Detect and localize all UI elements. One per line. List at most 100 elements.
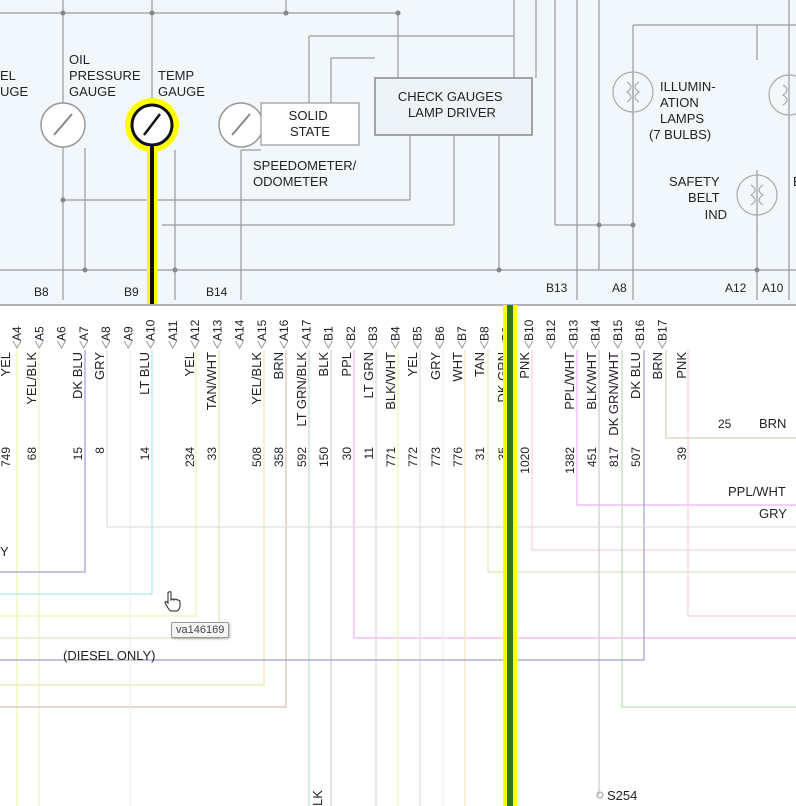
pin-arrow xyxy=(479,340,489,350)
pin-arrow xyxy=(146,340,155,350)
pin-arrow xyxy=(368,340,378,350)
connector-pin-a7: A7 xyxy=(77,326,91,341)
wire-circuit-label: 749 xyxy=(0,447,13,467)
pin-arrow xyxy=(591,340,600,350)
pin-arrow xyxy=(546,340,556,350)
pin-arrow xyxy=(34,340,44,350)
wire-color-label: LT BLU xyxy=(137,352,152,395)
pin-label-b14: B14 xyxy=(206,285,228,299)
wire-circuit-label: 772 xyxy=(406,447,420,467)
safety-belt-label: SAFETY BELT IND xyxy=(669,174,727,222)
right-brn-circuit: 25 xyxy=(718,417,732,431)
wire-color-label: DK BLU xyxy=(70,352,85,399)
wire-circuit-label: 1382 xyxy=(563,447,577,474)
wire-circuit-label: 14 xyxy=(138,447,152,461)
wire-color-label: YEL/BLK xyxy=(24,352,39,405)
wire-color-label: DK GRN/WHT xyxy=(606,352,621,436)
wire-color-label: PNK xyxy=(674,352,689,379)
connector-pin-a10: A10 xyxy=(144,319,158,341)
connector-pin-a11: A11 xyxy=(166,320,180,341)
pin-label-a8: A8 xyxy=(612,281,627,295)
wire-color-label: LT GRN/BLK xyxy=(294,352,309,427)
pin-arrow xyxy=(101,340,111,350)
pin-arrow xyxy=(301,340,311,350)
wire-circuit-label: 592 xyxy=(295,447,309,467)
wire-color-label: YEL xyxy=(0,352,13,377)
pin-arrow xyxy=(190,340,200,350)
oil-pressure-gauge-label: OIL PRESSURE GAUGE xyxy=(69,52,144,99)
wire-circuit-label: 39 xyxy=(675,447,689,461)
wire-circuit-label: 507 xyxy=(629,447,643,467)
wire-circuit-label: 773 xyxy=(429,447,443,467)
connector-pin-a4: A4 xyxy=(10,326,24,341)
wire-color-label: TAN/WHT xyxy=(204,352,219,410)
wire-color-label: WHT xyxy=(450,352,465,382)
wire-circuit-label: 8 xyxy=(93,447,107,454)
wire-circuit-label: 68 xyxy=(25,447,39,461)
pin-arrow xyxy=(657,340,667,350)
connector-pin-b4: B4 xyxy=(388,326,402,341)
wire-color-label: PNK xyxy=(517,352,532,379)
pnk-circuit-wire[interactable] xyxy=(507,305,513,806)
splice-label: S254 xyxy=(607,788,637,803)
wire-color-label: LT GRN xyxy=(361,352,376,398)
connector-pin-b14: B14 xyxy=(589,319,603,341)
connector-pin-b5: B5 xyxy=(411,326,425,341)
pin-arrow xyxy=(123,340,133,350)
wire-color-label: BLK xyxy=(316,352,331,377)
pin-arrow xyxy=(235,340,244,350)
pin-arrow xyxy=(79,340,89,350)
connector-pin-b2: B2 xyxy=(344,326,358,341)
connector-pin-a5: A5 xyxy=(32,326,46,341)
pin-arrow xyxy=(12,340,22,350)
splice-dot xyxy=(596,791,604,799)
bottom-blk-partial-label: LK xyxy=(310,790,325,806)
diesel-only-label: (DIESEL ONLY) xyxy=(63,648,155,663)
pin-arrow xyxy=(635,340,645,350)
check-gauges-label: CHECK GAUGES LAMP DRIVER xyxy=(398,89,506,120)
pin-arrow xyxy=(168,340,178,350)
wire-color-label: BRN xyxy=(271,352,286,379)
wire-color-label: YEL xyxy=(405,352,420,377)
wire-circuit-label: 15 xyxy=(71,447,85,461)
wire-color-label: DK BLU xyxy=(628,352,643,399)
check-gauges-lamp-driver-box xyxy=(374,77,533,136)
pin-arrow xyxy=(613,340,623,350)
pin-label-a12: A12 xyxy=(725,281,747,295)
pin-arrow xyxy=(57,340,66,350)
connector-pin-b7: B7 xyxy=(455,326,469,341)
pin-arrow xyxy=(324,340,333,350)
connector-pin-b16: B16 xyxy=(633,319,647,341)
illumination-lamp-right-icon xyxy=(768,74,796,116)
temp-gauge-label: TEMP GAUGE xyxy=(158,68,205,99)
hand-cursor-icon xyxy=(164,591,181,612)
connector-pin-a17: A17 xyxy=(299,319,313,341)
connector-pin-a8: A8 xyxy=(99,326,113,341)
pin-arrow xyxy=(212,340,222,350)
wire-color-label: PPL/WHT xyxy=(562,352,577,410)
speedometer-gauge-icon xyxy=(218,102,264,148)
pin-arrow xyxy=(524,340,534,350)
pin-label-a10: A10 xyxy=(762,281,784,295)
cluster-pin-labels: B8 B9 B14 B13 A8 A12 A10 xyxy=(34,281,784,299)
connector-pin-b8: B8 xyxy=(477,326,491,341)
connector-pin-b12: B12 xyxy=(544,319,558,341)
connector-pin-a9: A9 xyxy=(121,326,135,341)
temp-gauge-icon[interactable] xyxy=(125,98,179,152)
right-ppl-wht-label: PPL/WHT xyxy=(728,484,786,499)
pin-arrow xyxy=(346,340,356,350)
wire-circuit-label: 30 xyxy=(340,447,354,461)
connector-pin-b3: B3 xyxy=(366,326,380,341)
wire-color-label: BLK/WHT xyxy=(584,352,599,410)
connector-pin-b13: B13 xyxy=(566,319,580,341)
pin-arrow xyxy=(435,340,445,350)
pin-arrow xyxy=(279,340,289,350)
right-gry-label: GRY xyxy=(759,506,787,521)
wire-color-label: YEL xyxy=(182,352,197,377)
temp-circuit-wire[interactable] xyxy=(150,146,154,304)
pin-arrow xyxy=(457,340,467,350)
pin-arrow xyxy=(257,340,267,350)
wire-circuit-label: 234 xyxy=(183,447,197,467)
